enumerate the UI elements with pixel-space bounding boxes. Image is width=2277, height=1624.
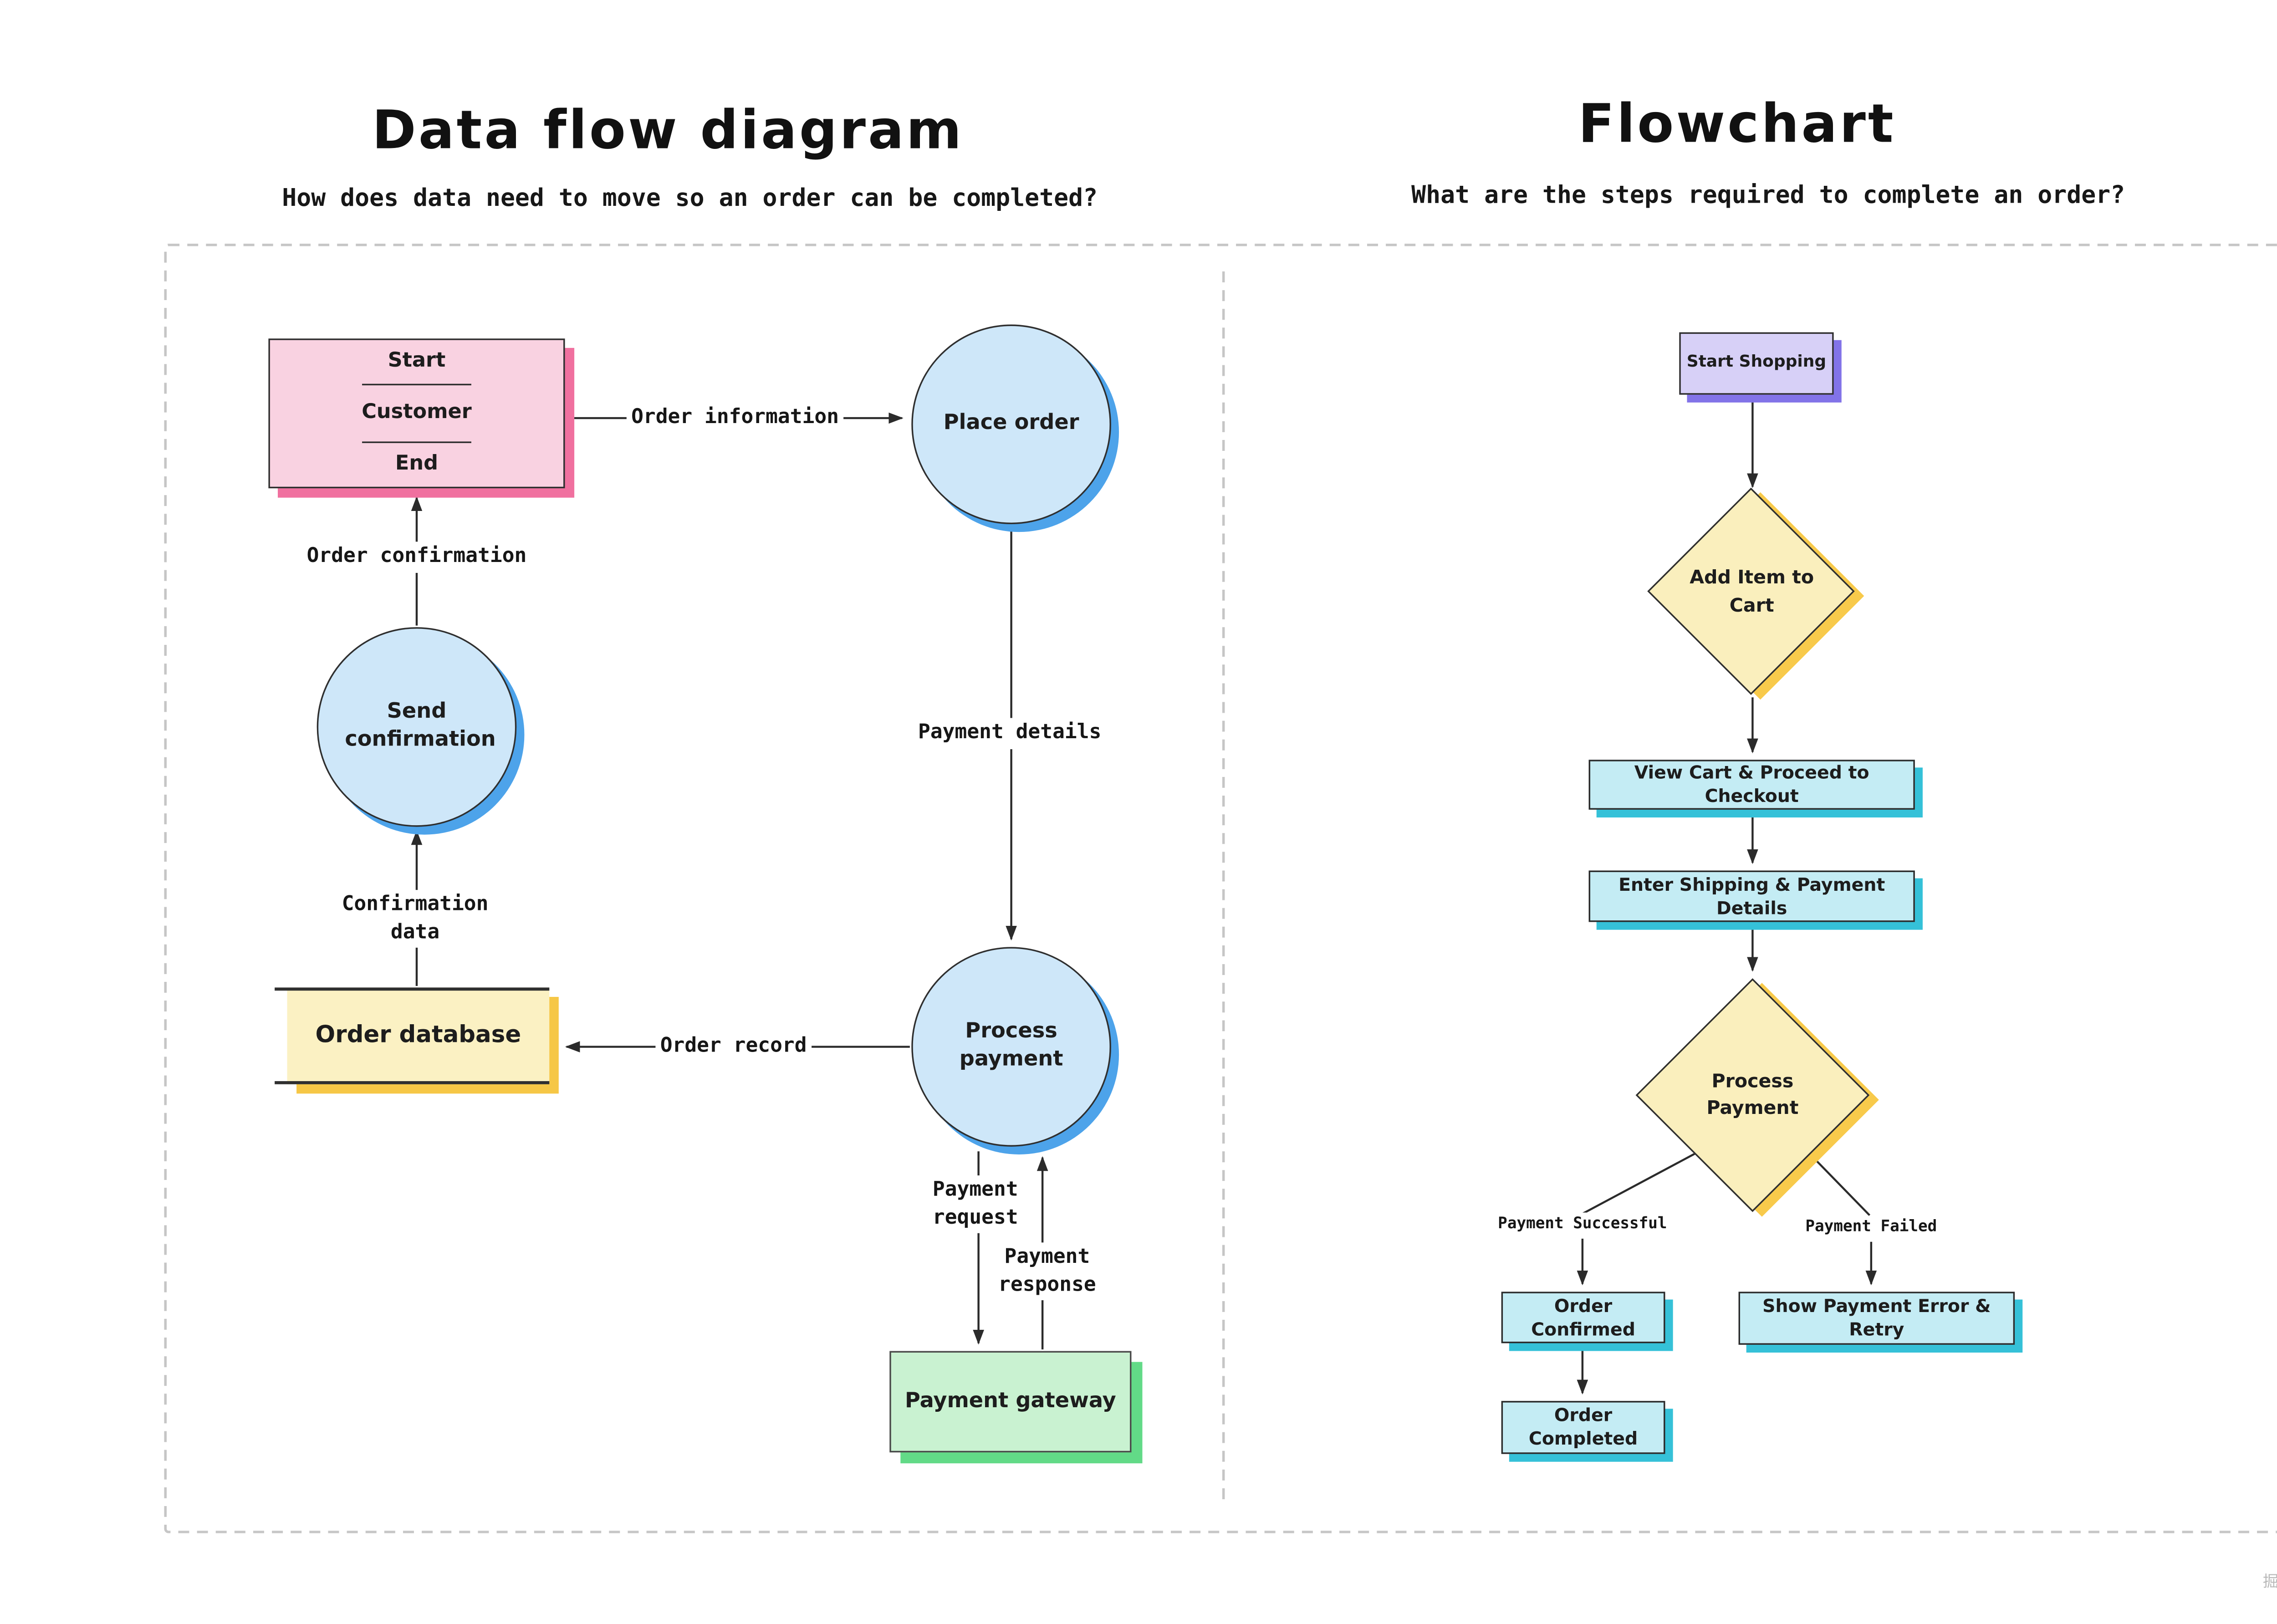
add-item-to-cart-label: Add Item to Cart [1690,566,1814,616]
send-confirmation-label: Send confirmation [345,700,496,752]
entity-row-end: End [395,451,438,475]
confirmation-data-edge-label: Confirmation data [327,890,503,948]
process-payment-decision-label: Process Payment [1706,1069,1799,1119]
order-confirmation-edge-label: Order confirmation [302,541,531,572]
order-confirmed-node: Order Confirmed [1501,1292,1665,1343]
datastore-top-line [275,987,550,990]
entity-row-start: Start [388,348,446,373]
enter-shipping-payment-label: Enter Shipping & Payment Details [1618,873,1885,918]
payment-failed-edge-label: Payment Failed [1801,1215,1942,1240]
payment-gateway-label: Payment gateway [904,1388,1116,1413]
process-payment-label: Process payment [959,1019,1063,1072]
send-confirmation-process-node: Send confirmation [317,627,517,827]
payment-request-edge-label: Payment request [913,1175,1038,1234]
order-completed-node: Order Completed [1501,1401,1665,1454]
payment-successful-edge-label: Payment Successful [1493,1212,1672,1237]
start-shopping-node: Start Shopping [1679,332,1834,395]
entity-row-customer: Customer [362,383,472,443]
add-item-to-cart-decision-node: Add Item to Cart [1647,487,1864,700]
order-database-label: Order database [315,1021,521,1049]
order-database-datastore-node: Order database [275,987,550,1084]
place-order-label: Place order [943,410,1079,436]
show-payment-error-label: Show Payment Error & Retry [1762,1295,1991,1340]
order-record-edge-label: Order record [655,1032,812,1062]
left-panel-subtitle: How does data need to move so an order c… [282,184,1098,212]
right-panel-title: Flowchart [1578,93,1896,156]
watermark-text: 掘金技术社区 @ timegogo [2263,1574,2277,1592]
left-panel-title: Data flow diagram [372,100,964,163]
process-payment-decision-node: Process Payment [1635,978,1879,1217]
show-payment-error-node: Show Payment Error & Retry [1738,1292,2015,1345]
edge-payment-failed-diagonal [1809,1154,1871,1216]
datastore-bottom-line [275,1082,550,1084]
place-order-process-node: Place order [911,324,1111,525]
right-panel-subtitle: What are the steps required to complete … [1411,181,2125,209]
dashed-frame [164,244,2277,1533]
payment-details-edge-label: Payment details [913,718,1106,749]
order-confirmed-label: Order Confirmed [1531,1294,1635,1339]
enter-shipping-payment-node: Enter Shipping & Payment Details [1588,870,1915,922]
process-payment-process-node: Process payment [911,947,1111,1147]
order-completed-label: Order Completed [1528,1404,1638,1450]
view-cart-checkout-node: View Cart & Proceed to Checkout [1588,760,1915,810]
payment-response-edge-label: Payment response [980,1242,1114,1301]
order-information-edge-label: Order information [626,403,844,434]
view-cart-checkout-label: View Cart & Proceed to Checkout [1634,761,1869,807]
start-shopping-label: Start Shopping [1686,352,1827,372]
payment-gateway-entity-node: Payment gateway [889,1351,1132,1453]
customer-entity-node: Start Customer End [268,338,565,489]
edge-payment-success-diagonal [1582,1152,1697,1215]
